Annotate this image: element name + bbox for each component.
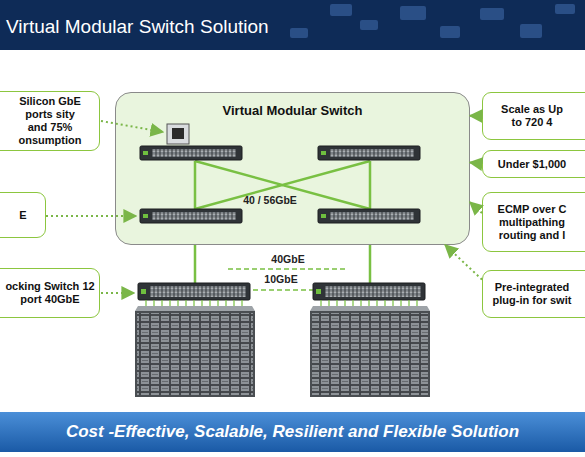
callout-box: Scale as Up to 720 4	[482, 92, 585, 140]
node-text: Scale as Up to 720 4	[501, 103, 563, 129]
dashed-marker	[228, 268, 348, 270]
caption-band	[0, 412, 585, 452]
switch-icon	[140, 209, 242, 223]
header-pattern	[290, 4, 575, 38]
callout-arrow	[470, 115, 482, 117]
uplink	[195, 245, 370, 284]
chip-icon	[167, 124, 189, 144]
callout-box: ocking Switch 12 port 40GbE	[0, 268, 100, 318]
callout-box: Under $1,000	[482, 150, 585, 178]
link-speed-label: 40 / 56GbE	[243, 194, 297, 206]
callout-arrow	[445, 245, 482, 280]
slide-title: Virtual Modular Switch Solution	[6, 16, 269, 38]
leader-arrow	[46, 215, 136, 217]
mesh-link	[195, 161, 370, 209]
leaf-switch-icon	[138, 283, 250, 300]
node-text: Pre-integrated plug-in for swit	[484, 281, 580, 307]
node-text: Virtual Modular Switch	[223, 103, 363, 118]
server-links	[146, 300, 417, 311]
leader-arrow	[101, 121, 163, 132]
callout-box: E	[0, 192, 46, 238]
switch-icon	[318, 209, 420, 223]
node-text: Silicon GbE ports sity and 75% onsumptio…	[15, 95, 85, 147]
callout-box: Pre-integrated plug-in for swit	[482, 270, 585, 318]
header-band	[0, 0, 585, 50]
server-rack	[135, 306, 255, 397]
leader-arrow	[101, 292, 134, 294]
callout-arrow	[470, 162, 482, 164]
leaf-switch-icon	[313, 283, 425, 300]
callout-arrow	[470, 202, 482, 213]
dashed-marker	[245, 289, 318, 291]
link-speed-label: 40GbE	[271, 253, 304, 265]
server-rack	[310, 306, 430, 397]
link-speed-label: 10GbE	[264, 273, 297, 285]
node-text: ocking Switch 12 port 40GbE	[5, 280, 95, 306]
node-text: Under $1,000	[498, 158, 566, 171]
node-text: ECMP over C multipathing routing and l	[486, 203, 578, 242]
switch-icon	[318, 146, 420, 160]
slide-caption: Cost -Effective, Scalable, Resilient and…	[0, 412, 585, 452]
switch-group-box: Virtual Modular Switch	[115, 92, 470, 245]
switch-icon	[140, 146, 242, 160]
callout-box: Silicon GbE ports sity and 75% onsumptio…	[0, 91, 100, 151]
spine-links	[195, 161, 370, 284]
leader-arrows	[46, 121, 163, 293]
callout-box: ECMP over C multipathing routing and l	[482, 192, 585, 252]
node-text: E	[19, 209, 26, 222]
